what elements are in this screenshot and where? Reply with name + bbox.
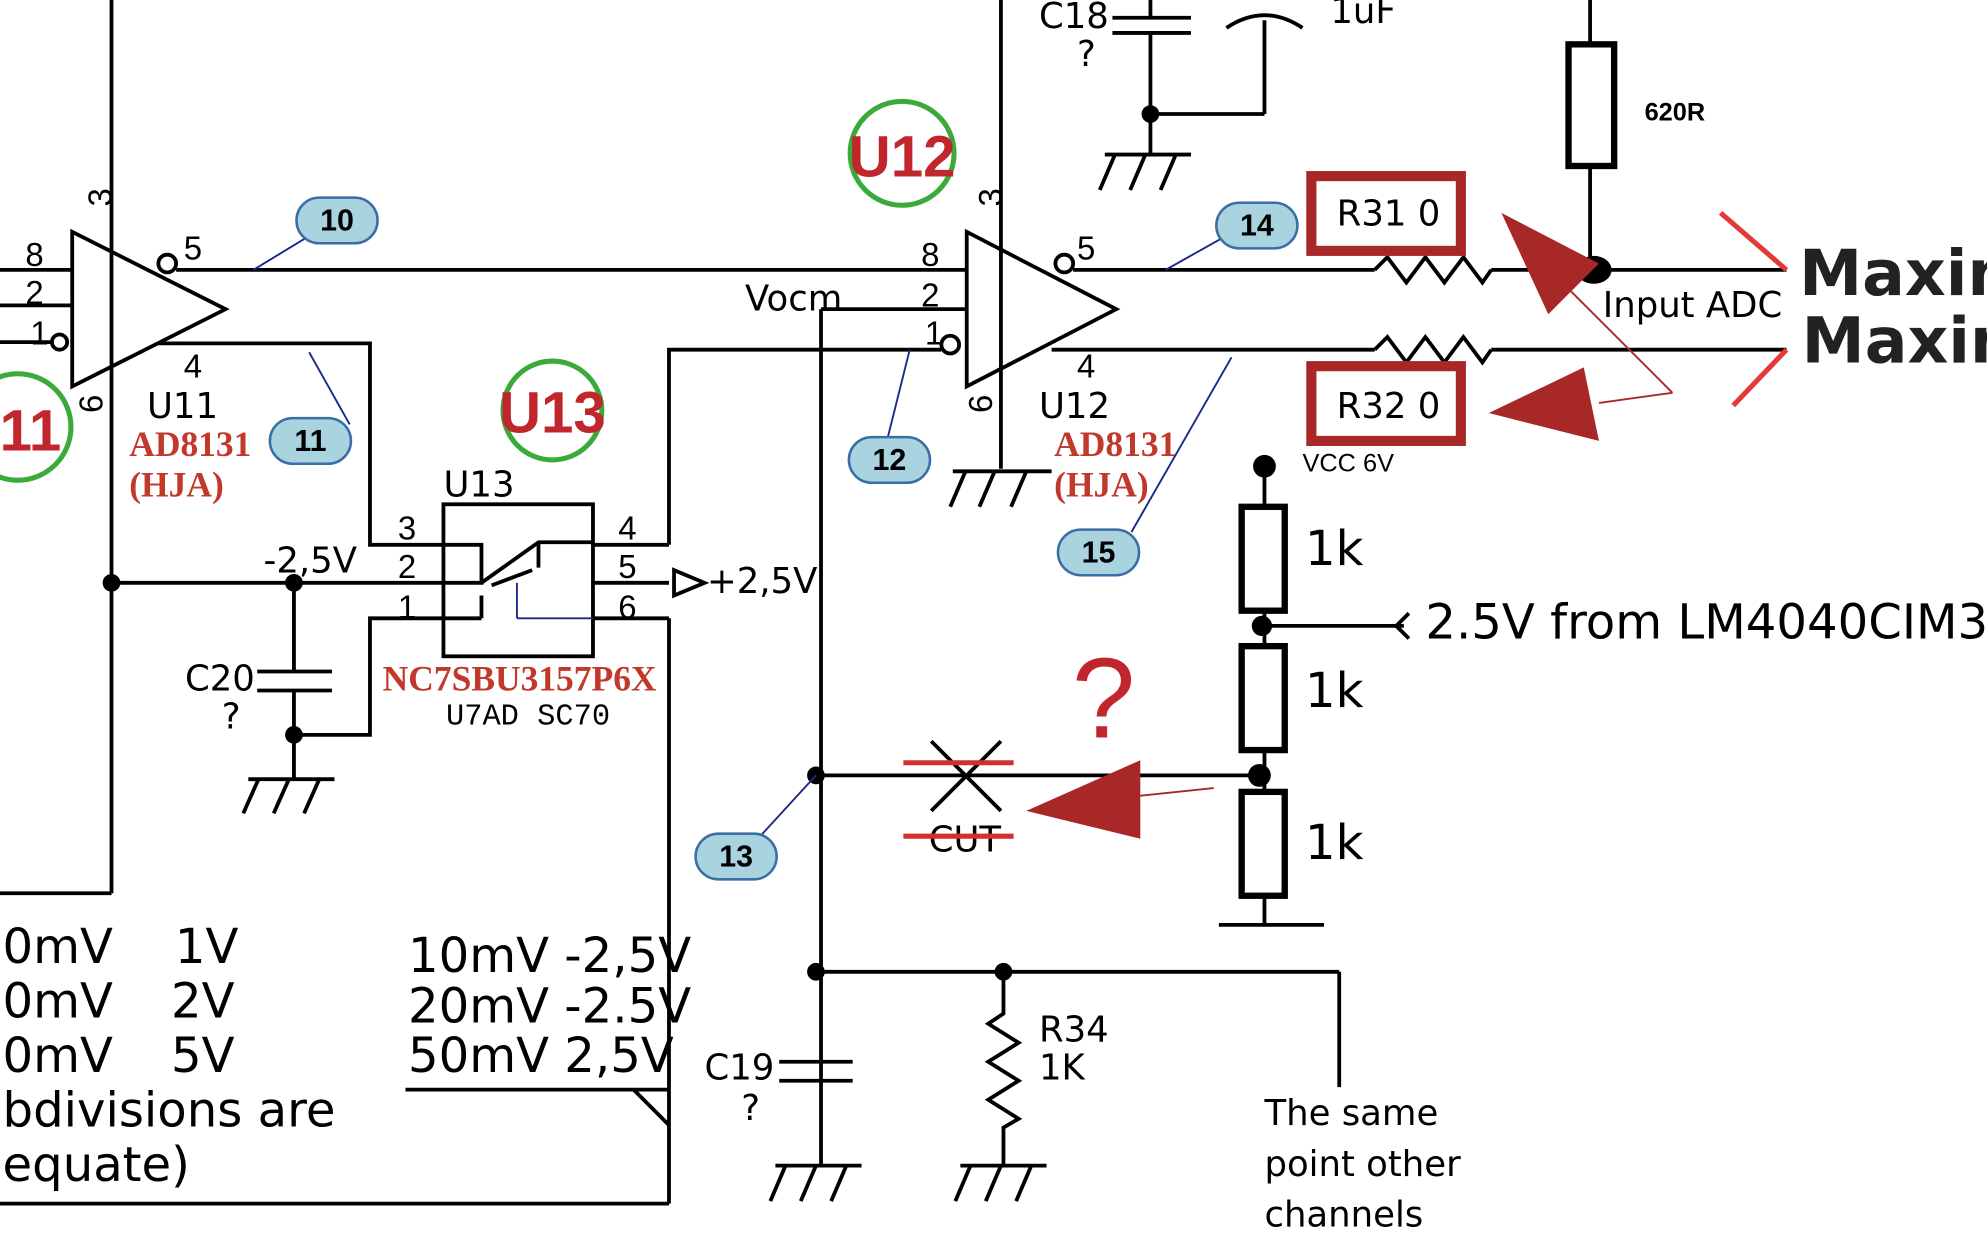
u13-pin5: 5 — [618, 548, 636, 585]
vcc-label: VCC 6V — [1302, 449, 1394, 477]
same-point-line2: point other — [1264, 1144, 1461, 1185]
range-left-v2: 2V — [171, 973, 235, 1029]
range-left-v3: 5V — [171, 1028, 235, 1084]
range-left-2: 0mV — [3, 973, 113, 1029]
u11-pin6: 6 — [73, 395, 110, 413]
net-plus-2-5v: +2,5V — [707, 561, 817, 602]
same-point-line1: The same — [1263, 1093, 1438, 1134]
r34-label: R34 — [1039, 1009, 1109, 1050]
u13-pin6: 6 — [618, 588, 636, 625]
net-vocm: Vocm — [745, 278, 842, 319]
u12-pin5: 5 — [1077, 230, 1095, 267]
cut-label: CUT — [929, 819, 1002, 860]
u12-pin8: 8 — [921, 236, 939, 273]
same-point-line3: channels — [1264, 1194, 1423, 1235]
amplifier-u11: 3 8 2 1 5 4 6 U11 AD8131 (HJA) 11 — [0, 0, 938, 896]
tag-13: 13 — [719, 839, 753, 873]
switch-u13: U13 3 2 1 4 5 6 NC7SBU3157P6X U7AD SC70 … — [293, 358, 817, 1204]
u11-pin2: 2 — [25, 274, 43, 311]
tag-12: 12 — [873, 443, 907, 477]
u11-part-sub: (HJA) — [129, 465, 224, 505]
tag-11: 11 — [294, 424, 326, 458]
c19-value: ? — [741, 1088, 760, 1129]
u12-circle-label: U12 — [849, 125, 956, 190]
c20-label: C20 — [185, 659, 255, 700]
u11-pin8: 8 — [25, 236, 43, 273]
tag-14: 14 — [1240, 209, 1274, 243]
u11-pin3: 3 — [81, 188, 118, 206]
c18-label: C18 — [1039, 0, 1109, 37]
cut-marker: CUT ? — [903, 635, 1214, 860]
maxim-outputs: Maxim Maxim — [1718, 210, 1987, 408]
u13-pin2: 2 — [398, 548, 416, 585]
range-right-3: 50mV 2,5V — [408, 1028, 674, 1084]
u13-circle-label: U13 — [499, 381, 606, 446]
r31-label: R31 0 — [1337, 194, 1441, 235]
u12-pin3: 3 — [972, 188, 1009, 206]
r1k-a: 1k — [1305, 521, 1364, 577]
input-adc-label: Input ADC — [1603, 285, 1782, 326]
r32-label: R32 0 — [1337, 386, 1441, 427]
u13-pin3: 3 — [398, 510, 416, 547]
r620-label: 620R — [1645, 98, 1706, 126]
maxim-bottom-label: Maxim — [1802, 303, 1987, 377]
u12-pin6: 6 — [962, 395, 999, 413]
maxim-top-label: Maxim — [1799, 236, 1987, 310]
amplifier-u12: 3 8 2 1 5 4 6 U12 AD8131 (HJA) U12 — [667, 0, 1787, 545]
vocm-network: Vocm C19 ? R34 1K The same point other c… — [704, 278, 1461, 1235]
u11-pin4: 4 — [184, 348, 202, 385]
u12-part: AD8131 — [1054, 424, 1176, 464]
c20-value: ? — [222, 697, 241, 738]
range-right-1: 10mV -2,5V — [408, 928, 691, 984]
u12-ref: U12 — [1039, 386, 1110, 427]
resistor-620r: 620R Input ADC — [1565, 0, 1782, 326]
capacitor-c20: -2,5V C20 ? — [102, 541, 444, 815]
range-right-2: 20mV -2.5V — [408, 978, 691, 1034]
range-left-5: equate) — [3, 1137, 190, 1193]
u11-ref: U11 — [147, 386, 218, 427]
u13-pin1: 1 — [398, 588, 416, 625]
capacitor-c18: C18 ? 1uF — [1039, 0, 1396, 191]
voltage-divider: VCC 6V 1k 1k 1k 2.5V from LM4040CIM3X-2.… — [1218, 449, 1987, 927]
u12-pin1: 1 — [925, 315, 943, 352]
c19-label: C19 — [704, 1047, 774, 1088]
u11-pin1: 1 — [30, 315, 48, 352]
range-left-1: 0mV — [3, 919, 113, 975]
range-table-right: 10mV -2,5V 20mV -2.5V 50mV 2,5V — [0, 928, 691, 1206]
c18-value: ? — [1077, 34, 1096, 75]
c18-cap: 1uF — [1330, 0, 1395, 32]
r1k-c: 1k — [1305, 815, 1364, 871]
u13-part: NC7SBU3157P6X — [383, 659, 657, 699]
range-left-v1: 1V — [175, 919, 239, 975]
u13-ref: U13 — [443, 465, 514, 506]
net-tags: 10 11 12 13 14 15 — [252, 196, 1299, 881]
u12-pin2: 2 — [921, 277, 939, 314]
range-table-left: 0mV 0mV 0mV bdivisions are equate) 1V 2V… — [3, 919, 336, 1193]
u13-pin4: 4 — [618, 510, 636, 547]
u11-pin5: 5 — [184, 230, 202, 267]
u12-part-sub: (HJA) — [1054, 465, 1149, 505]
u13-package: U7AD SC70 — [446, 701, 610, 735]
range-left-4: bdivisions are — [3, 1082, 336, 1138]
question-mark: ? — [1072, 635, 1135, 762]
u11-circle-label: 11 — [0, 398, 61, 463]
range-left-3: 0mV — [3, 1028, 113, 1084]
ref-source-label: 2.5V from LM4040CIM3X-2.5 — [1425, 595, 1987, 651]
r34-value: 1K — [1039, 1047, 1086, 1088]
annotations-r31-r32: R31 0 R32 0 — [1306, 171, 1674, 446]
r1k-b: 1k — [1305, 663, 1364, 719]
tag-10: 10 — [320, 203, 354, 237]
net-minus-2-5v: -2,5V — [264, 541, 357, 582]
tag-15: 15 — [1082, 535, 1116, 569]
u11-part: AD8131 — [129, 424, 251, 464]
u12-pin4: 4 — [1077, 348, 1095, 385]
